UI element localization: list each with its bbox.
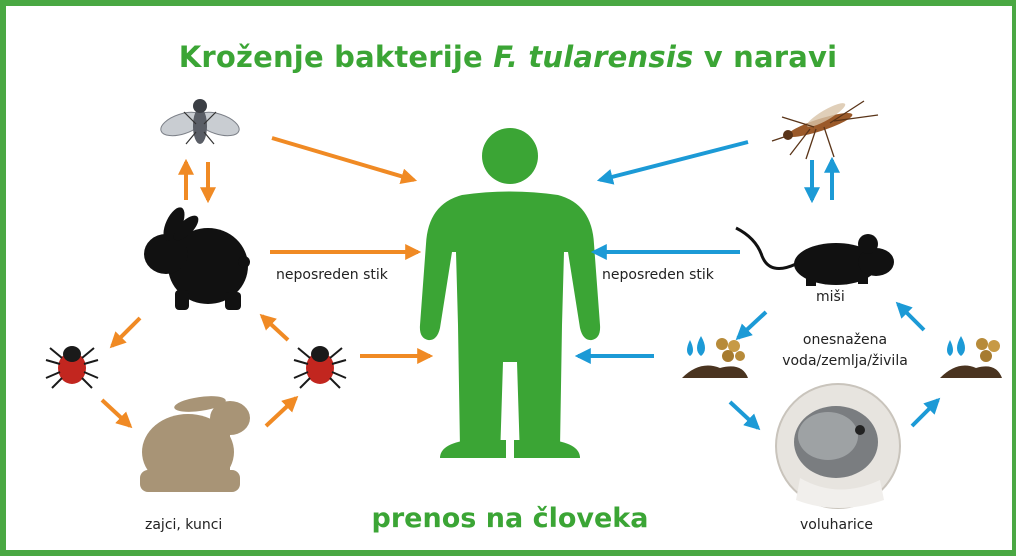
arrow-contamination-to-vole xyxy=(730,402,758,428)
arrow-mosquito-to-human xyxy=(600,142,748,180)
fly-icon xyxy=(158,99,242,144)
vole-photo-icon xyxy=(776,384,900,508)
arrow-tick-to-rabbit xyxy=(262,316,288,340)
hare-icon xyxy=(140,393,250,492)
soil-pellets-icon xyxy=(682,338,748,378)
water-drops-icon xyxy=(947,336,965,356)
blue-arrows xyxy=(578,142,938,428)
arrow-tick-left-to-hare xyxy=(102,400,130,426)
human-icon xyxy=(420,128,600,458)
mouse-icon xyxy=(736,228,894,286)
label-hares: zajci, kunci xyxy=(145,517,222,533)
arrow-hare-to-tick-right xyxy=(266,398,296,426)
mosquito-icon xyxy=(772,100,878,159)
rabbit-icon xyxy=(144,204,250,310)
arrow-rabbit-to-tick-left xyxy=(112,318,140,346)
label-right-direct-contact: neposreden stik xyxy=(602,267,714,283)
arrow-contamination-to-mouse xyxy=(898,304,924,330)
arrow-fly-to-human xyxy=(272,138,414,180)
label-voles: voluharice xyxy=(800,517,873,533)
tick-icon xyxy=(46,346,98,388)
tick-icon xyxy=(294,346,346,388)
label-left-direct-contact: neposreden stik xyxy=(276,267,388,283)
bottom-title: prenos na človeka xyxy=(340,503,680,534)
label-contaminated: onesnažena voda/zemlja/živila xyxy=(770,330,920,372)
label-mice: miši xyxy=(816,289,845,305)
arrow-mouse-to-contamination xyxy=(738,312,766,338)
arrow-vole-to-contamination xyxy=(912,400,938,426)
water-drops-icon xyxy=(687,336,705,356)
